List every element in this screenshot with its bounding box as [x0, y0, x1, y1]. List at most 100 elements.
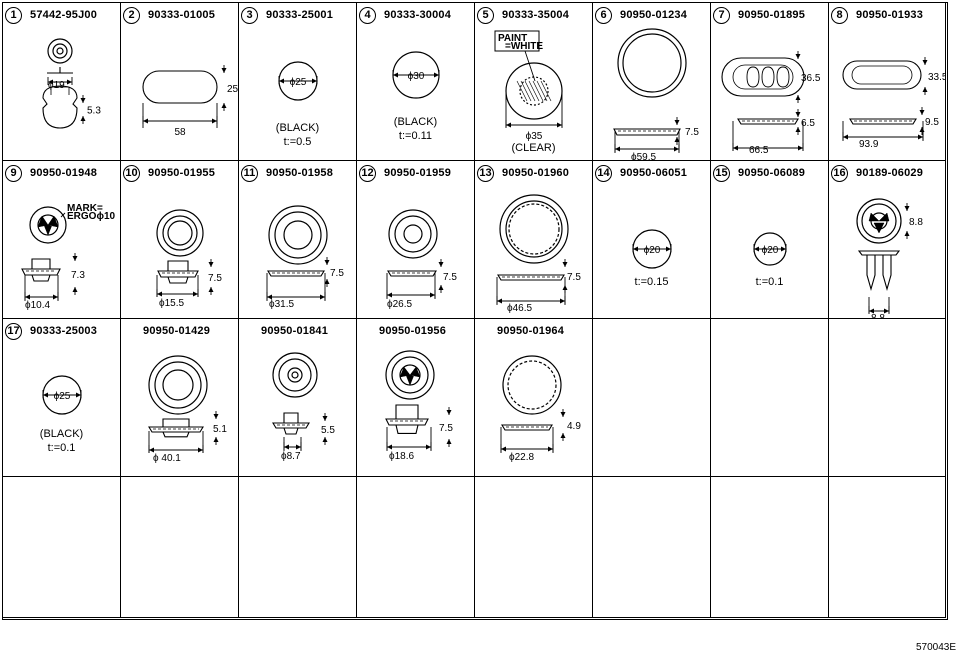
part-number[interactable]: 90950-01234	[620, 9, 688, 21]
dimension-label: ϕ46.5	[507, 303, 533, 314]
part-index: 12	[359, 164, 376, 182]
note-line: t:=0.15	[634, 276, 669, 288]
empty-cell	[239, 477, 357, 618]
part-drawing: ϕ30	[392, 51, 440, 99]
arrow-head	[674, 146, 679, 152]
arrow-head	[324, 260, 330, 265]
arrow-head	[426, 444, 431, 450]
arrow-head	[320, 294, 325, 300]
empty-cell	[593, 319, 711, 477]
arrow-head	[76, 392, 81, 398]
arrow-head	[157, 291, 162, 297]
part-outline	[267, 270, 325, 277]
part-number[interactable]: 90950-01841	[261, 325, 329, 337]
arrow-head	[213, 437, 219, 442]
part-outline	[385, 350, 435, 400]
part-number[interactable]: 90333-35004	[502, 9, 570, 21]
part-number[interactable]: 90950-01960	[502, 167, 570, 179]
part-number[interactable]: 90950-01958	[266, 167, 334, 179]
arrow-head	[387, 292, 392, 298]
part-index: 8	[831, 6, 848, 24]
dimension-label: ϕ19	[48, 80, 65, 91]
part-index: 16	[831, 164, 848, 182]
part-number[interactable]: 90950-01956	[379, 325, 447, 337]
dimension-label: ϕ22.8	[509, 452, 535, 463]
arrow-head	[213, 414, 219, 419]
arrow-head	[387, 444, 392, 450]
arrow-head	[904, 231, 910, 236]
part-number[interactable]: 90950-06051	[620, 167, 688, 179]
part-number[interactable]: 90950-01948	[30, 167, 98, 179]
part-number[interactable]: 90950-06089	[738, 167, 806, 179]
part-number[interactable]: 90950-01964	[497, 325, 565, 337]
part-number[interactable]: 90333-30004	[384, 9, 452, 21]
part-outline	[868, 212, 890, 234]
dimension-label: 7.5	[443, 272, 457, 283]
part-number[interactable]: 90950-01933	[856, 9, 924, 21]
part-drawing: 7.5 ϕ15.5	[156, 209, 222, 309]
part-outline	[857, 250, 901, 256]
dimension-label: 7.5	[208, 273, 222, 284]
dimension-label: 58	[174, 127, 186, 138]
arrow-head	[501, 446, 506, 452]
part-outline	[142, 70, 218, 104]
empty-cell	[711, 319, 829, 477]
part-outline	[21, 268, 61, 276]
part-index: 11	[241, 164, 258, 182]
part-outline	[287, 367, 303, 383]
arrow-head	[208, 287, 214, 292]
empty-cell	[593, 477, 711, 618]
part-number[interactable]: 90333-25001	[266, 9, 334, 21]
part-drawing: 8.88.8	[856, 198, 923, 318]
note-line: (BLACK)	[393, 116, 438, 128]
part-number[interactable]: 90333-25003	[30, 325, 98, 337]
part-number[interactable]: 90189-06029	[856, 167, 924, 179]
part-index: 9	[5, 164, 22, 182]
dimension-label: ϕ25	[290, 77, 307, 88]
dimension-label: ϕ15.5	[159, 298, 185, 309]
part-number[interactable]: 57442-95J00	[30, 9, 98, 21]
part-outline	[167, 220, 193, 246]
part-number[interactable]: 90333-01005	[148, 9, 216, 21]
dimension-label: 7.5	[685, 127, 699, 138]
arrow-head	[919, 110, 925, 115]
dimension-label: ϕ 40.1	[153, 453, 181, 464]
part-outline	[283, 220, 313, 250]
arrow-head	[80, 116, 86, 121]
part-outline	[399, 366, 421, 386]
arrow-head	[754, 246, 759, 252]
dim-line	[60, 212, 66, 218]
part-outline	[52, 43, 68, 59]
arrow-head	[430, 292, 435, 298]
part-outline	[737, 118, 799, 125]
arrow-head	[843, 134, 848, 140]
dimension-label: 7.5	[567, 272, 581, 283]
part-outline	[721, 57, 805, 97]
part-note: (BLACK)t:=0.5	[239, 121, 356, 149]
part-number[interactable]: 90950-01955	[148, 167, 216, 179]
part-number[interactable]: 90950-01959	[384, 167, 452, 179]
arrow-head	[884, 308, 889, 314]
part-number[interactable]: 90950-01429	[143, 325, 211, 337]
part-outline	[154, 361, 202, 409]
empty-cell	[357, 477, 475, 618]
arrow-head	[795, 127, 801, 132]
arrow-head	[393, 72, 398, 78]
arrow-head	[193, 291, 198, 297]
dimension-label: 5.5	[321, 425, 335, 436]
dimension-label: 33.5	[928, 72, 946, 83]
part-outline	[42, 85, 78, 129]
part-outline	[162, 369, 194, 401]
dimension-label: ϕ35	[526, 131, 543, 142]
part-outline	[499, 194, 569, 264]
part-number[interactable]: 90950-01895	[738, 9, 806, 21]
